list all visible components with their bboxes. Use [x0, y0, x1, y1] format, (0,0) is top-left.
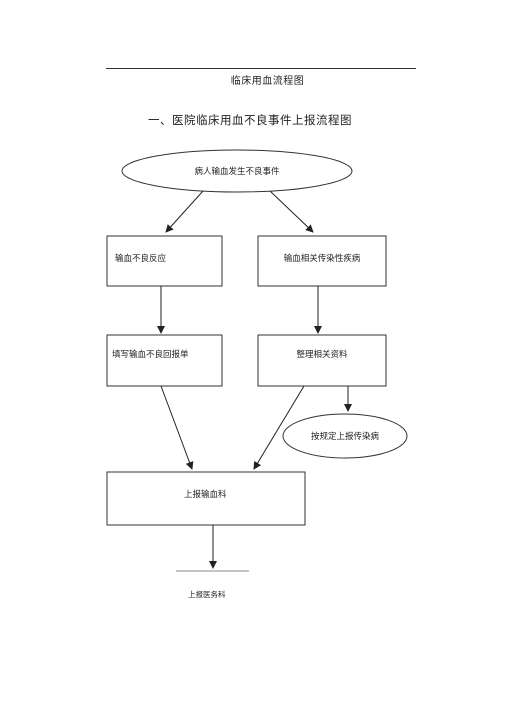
section-title: 一、医院临床用血不良事件上报流程图 [148, 113, 352, 127]
arrow-start-to-reaction [165, 190, 204, 233]
arrow-start-to-disease [269, 190, 314, 233]
report-blood-dept-node: 上报输血科 [106, 471, 306, 526]
organize-data-node: 整理相关资料 [257, 334, 387, 387]
report-infectious-node: 按规定上报传染病 [282, 413, 408, 459]
arrow-organize-to-blood-dept [253, 385, 305, 470]
header-rule [106, 68, 416, 69]
arrow-report-to-blood-dept [160, 385, 194, 470]
report-medical-dept-label: 上报医务科 [188, 589, 226, 599]
page-title: 临床用血流程图 [230, 76, 305, 87]
adverse-reaction-node: 输血不良反应 [106, 235, 223, 287]
report-infectious-label: 按规定上报传染病 [311, 431, 380, 442]
adverse-reaction-label: 输血不良反应 [115, 253, 167, 264]
organize-data-label: 整理相关资料 [296, 349, 348, 360]
infectious-disease-node: 输血相关传染性疾病 [257, 235, 387, 287]
fill-report-label: 填写输血不良回报单 [112, 349, 189, 360]
fill-report-node: 填写输血不良回报单 [106, 334, 223, 387]
infectious-disease-label: 输血相关传染性疾病 [284, 253, 361, 264]
start-node-label: 病人输血发生不良事件 [194, 166, 280, 177]
report-blood-dept-label: 上报输血科 [184, 489, 227, 500]
start-node: 病人输血发生不良事件 [121, 149, 353, 193]
